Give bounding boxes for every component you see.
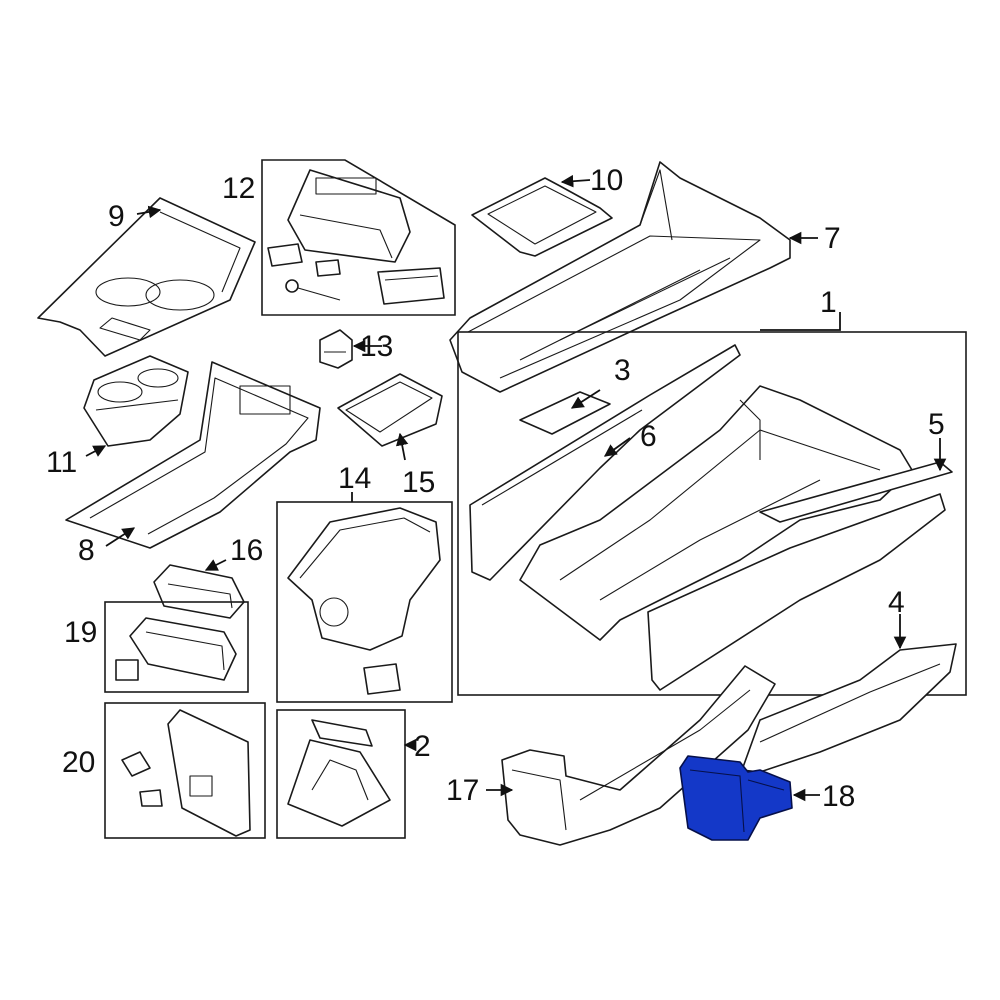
callout-3: 3	[614, 354, 631, 387]
callout-2: 2	[414, 730, 431, 763]
callout-labels: 1 2 3 4 5 6 7 8 9 10 11 12 13 14 15 16 1…	[46, 164, 945, 813]
callout-15: 15	[402, 466, 435, 499]
callout-8: 8	[78, 534, 95, 567]
callout-4: 4	[888, 586, 905, 619]
part-4-trim[interactable]	[741, 643, 957, 773]
part-17-duct[interactable]	[501, 665, 776, 846]
callout-19: 19	[64, 616, 97, 649]
callout-10: 10	[590, 164, 623, 197]
callout-18: 18	[822, 780, 855, 813]
callout-6: 6	[640, 420, 657, 453]
part-3-pad	[519, 391, 611, 435]
callout-16: 16	[230, 534, 263, 567]
part-19-group[interactable]	[104, 601, 249, 693]
part-11-cupholder[interactable]	[83, 355, 189, 447]
callout-17: 17	[446, 774, 479, 807]
part-18-highlighted-duct[interactable]	[679, 755, 793, 841]
part-13-clip[interactable]	[319, 329, 353, 369]
part-16-vent[interactable]	[153, 564, 245, 619]
callout-1: 1	[820, 286, 837, 319]
callout-9: 9	[108, 200, 125, 233]
callout-14: 14	[338, 462, 371, 495]
part-12-group[interactable]	[261, 159, 456, 316]
callout-13: 13	[360, 330, 393, 363]
part-14-group[interactable]	[276, 501, 453, 703]
part-9-trim-panel[interactable]	[37, 197, 256, 357]
part-15-tray[interactable]	[337, 373, 443, 447]
part-2-group[interactable]	[276, 709, 406, 839]
part-1-group[interactable]	[457, 331, 967, 696]
callout-5: 5	[928, 408, 945, 441]
part-10-bezel[interactable]	[471, 177, 613, 257]
callout-11: 11	[46, 446, 77, 479]
part-8-trim[interactable]	[65, 361, 321, 549]
part-20-group[interactable]	[104, 702, 266, 839]
leader-lines	[85, 174, 947, 802]
callout-20: 20	[62, 746, 95, 779]
callout-7: 7	[824, 222, 841, 255]
callout-12: 12	[222, 172, 255, 205]
